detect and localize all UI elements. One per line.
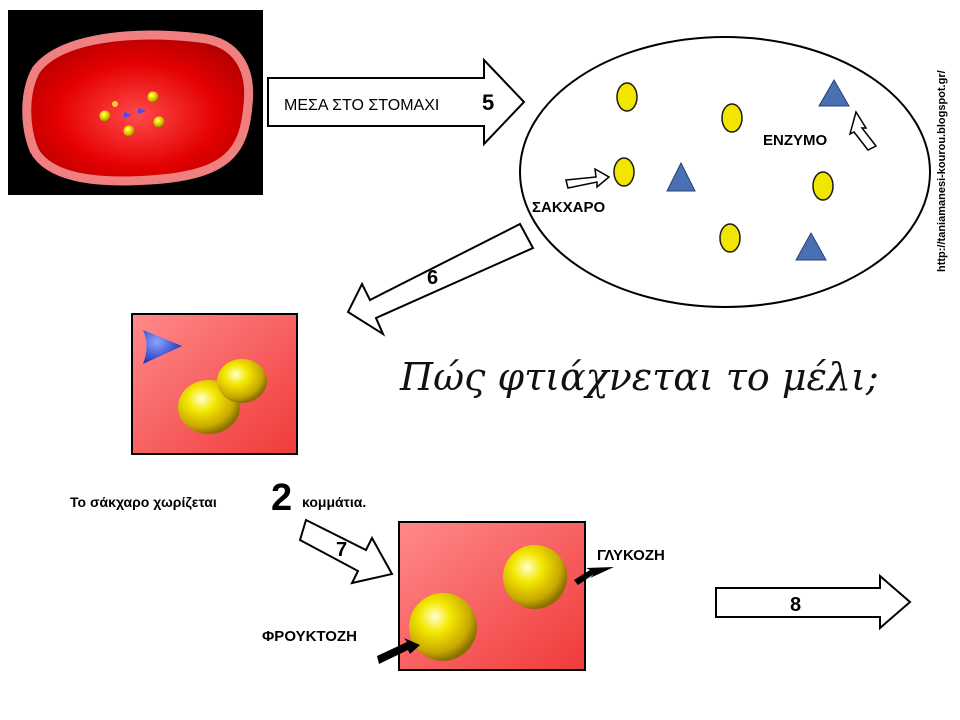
caption-text-after: κομμάτια. [302,494,366,510]
arrow-8-number: 8 [790,594,801,616]
fructose-label: ΦΡΟΥΚΤΟΖΗ [262,628,357,645]
glucose-label: ΓΛΥΚΟΖΗ [597,547,665,564]
arrow-7-number: 7 [336,539,347,561]
sugar-dot [719,223,741,253]
enzyme-cone [143,330,182,364]
enzyme-triangle [666,161,696,192]
sugar-dot [812,171,834,201]
fructose-ball [409,593,477,661]
stomach-image [8,10,263,195]
watermark: http://taniamanesi-kourou.blogspot.gr/ [936,70,948,272]
sugar-label: ΣΑΚΧΑΡΟ [532,199,606,216]
sugar-dot [616,82,638,112]
glucose-ball [503,545,567,609]
enzyme-label: ΕΝΖΥΜΟ [763,132,828,149]
arrow-5-label: ΜΕΣΑ ΣΤΟ ΣΤΟΜΑΧΙ [284,97,439,114]
caption-number: 2 [271,477,292,519]
arrow-6-number: 6 [427,267,438,289]
page-title: Πώς φτιάχνεται το μέλι; [399,355,879,399]
arrow-5: ΜΕΣΑ ΣΤΟ ΣΤΟΜΑΧΙ 5 [267,57,526,147]
arrow-6: 6 [346,222,535,337]
caption: Το σάκχαρο χωρίζεται 2 κομμάτια. [70,477,366,519]
stomach-ellipse: ΕΝΖΥΜΟ ΣΑΚΧΑΡΟ [519,36,931,308]
glucose-pointer [574,567,614,585]
enzyme-triangle [795,231,827,261]
enzyme-pointer-arrow [848,110,878,151]
fructose-pointer [377,638,420,664]
arrow-5-number: 5 [482,90,494,115]
sucrose-ball [217,359,267,403]
arrow-8: 8 [715,573,912,631]
arrow-7: 7 [298,518,394,585]
sucrose-panel [131,313,298,455]
sugar-dot [613,157,635,187]
split-panel [377,521,614,671]
sugar-dot [721,103,743,133]
sugar-pointer-arrow [565,167,611,189]
enzyme-triangle [818,78,850,107]
caption-text-before: Το σάκχαρο χωρίζεται [70,494,217,510]
